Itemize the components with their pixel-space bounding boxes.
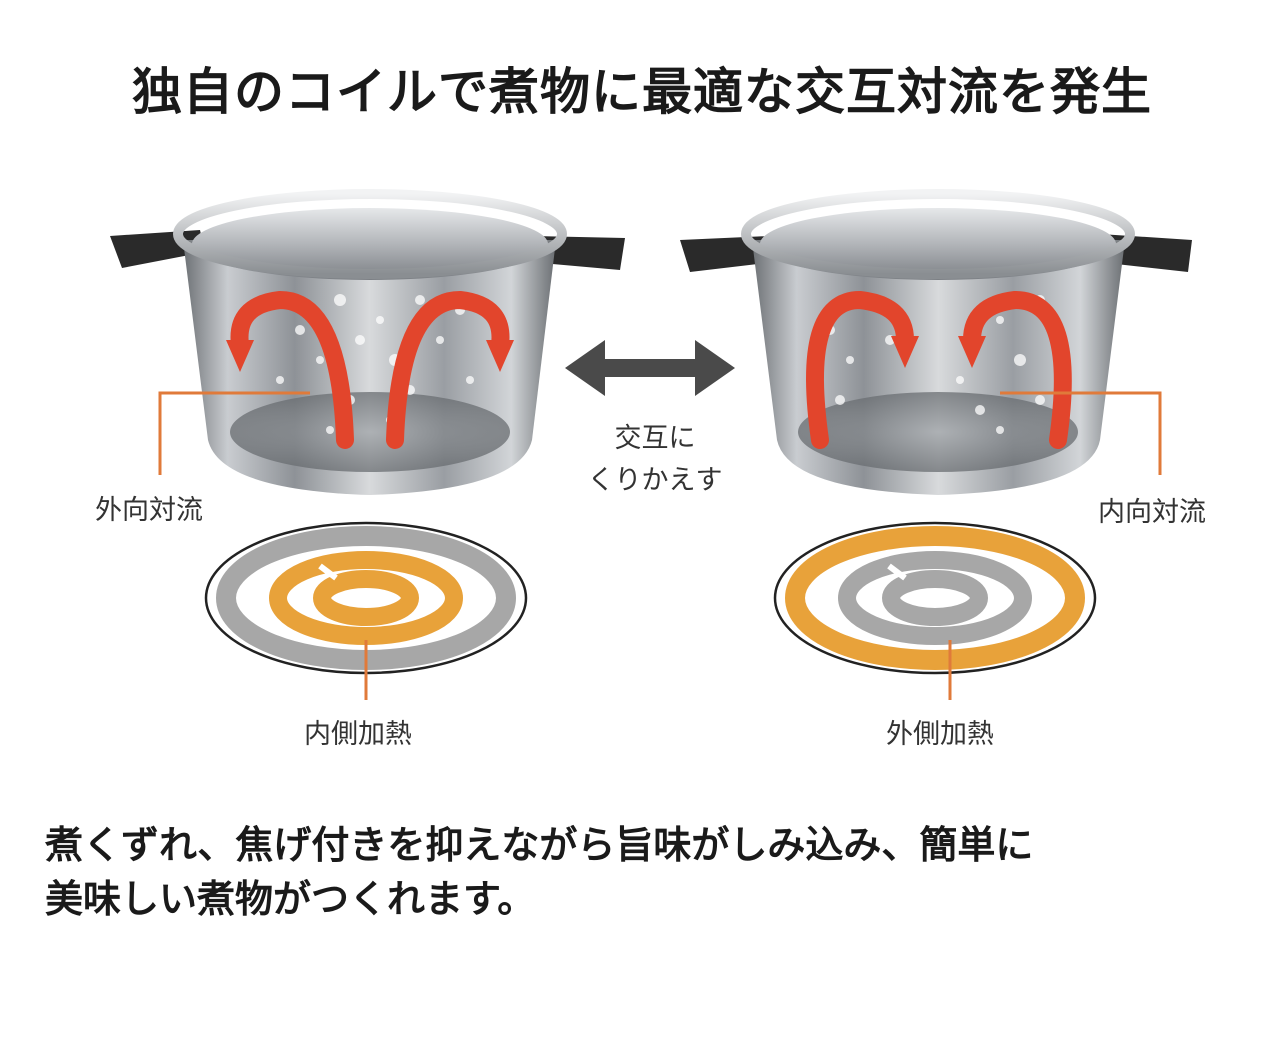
right-pot-interior: [760, 208, 1116, 280]
outer-heating-label: 外側加熱: [886, 719, 994, 750]
right-convection-leader: [1000, 391, 1162, 475]
double-headed-arrow-icon: [565, 340, 735, 396]
left-pot: [110, 189, 625, 495]
outward-convection-label: 外向対流: [95, 495, 203, 526]
page-title: 独自のコイルで煮物に最適な交互対流を発生: [132, 63, 1152, 121]
left-pot-bottom: [230, 392, 510, 472]
right-pot: [680, 189, 1192, 495]
caption-line1: 煮くずれ、焦げ付きを抑えながら旨味がしみ込み、簡単に: [45, 823, 1034, 867]
alternate-label-line1: 交互に: [614, 423, 696, 454]
alternate-label-line2: くりかえす: [587, 465, 723, 496]
description-caption: 煮くずれ、焦げ付きを抑えながら旨味がしみ込み、簡単に 美味しい煮物がつくれます。: [45, 818, 1245, 926]
inward-convection-label: 内向対流: [1098, 497, 1206, 528]
alternate-repeat-label: 交互に くりかえす: [560, 418, 750, 502]
right-heating-coil: [773, 521, 1097, 675]
left-pot-interior: [192, 208, 548, 280]
left-convection-leader: [158, 391, 310, 475]
inner-heating-label: 内側加熱: [304, 719, 412, 750]
left-pot-rim: [173, 189, 567, 279]
right-pot-bottom: [798, 392, 1078, 472]
right-pot-rim: [741, 189, 1135, 279]
caption-line2: 美味しい煮物がつくれます。: [45, 877, 536, 921]
curved-arrow-icon: [230, 290, 510, 449]
curved-arrow-icon: [806, 290, 1072, 449]
